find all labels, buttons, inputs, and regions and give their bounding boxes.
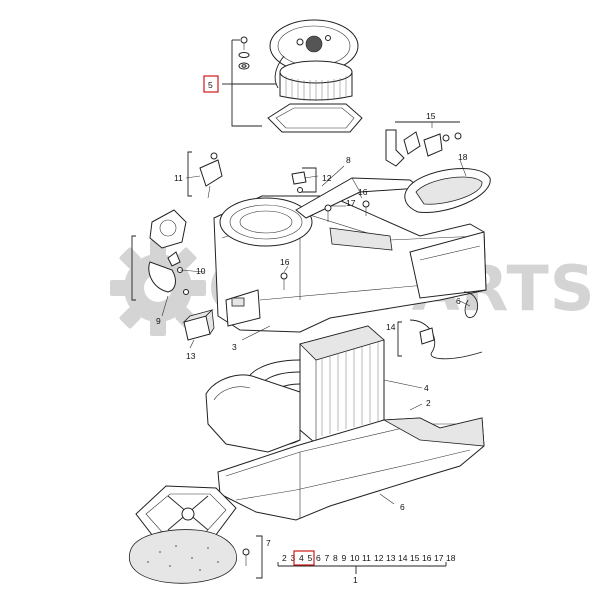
index-item: 3 [291, 553, 296, 563]
leader-lines [161, 122, 471, 505]
callout-7: 7 [266, 538, 271, 548]
callout-17: 17 [346, 198, 356, 208]
callout-3: 3 [232, 342, 237, 352]
callout-4: 4 [424, 383, 429, 393]
index-item: 9 [342, 553, 347, 563]
callout-2: 2 [426, 398, 431, 408]
watermark-gear-icon [110, 240, 206, 336]
clip-part [291, 167, 317, 193]
callout-5: 5 [208, 80, 213, 90]
motor-wire [274, 55, 285, 89]
callout-5-bracket [222, 39, 276, 127]
bracket-set [385, 121, 462, 167]
screw-set [280, 200, 370, 290]
index-item: 11 [362, 553, 371, 563]
switch-fitting [187, 151, 223, 199]
index-item: 17 [434, 553, 444, 563]
callout-18: 18 [458, 152, 468, 162]
callout-6-right: 6 [456, 296, 461, 306]
callouts: 8 15 18 11 12 16 17 16 10 9 3 13 14 6 4 … [156, 111, 468, 548]
callout-13: 13 [186, 351, 196, 361]
screw-7 [242, 535, 263, 579]
callout-6-bottom: 6 [400, 502, 405, 512]
index-item: 12 [374, 553, 384, 563]
blower-wheel [279, 60, 353, 101]
cable-harness [397, 291, 483, 360]
lower-housing [205, 374, 485, 521]
blower-motor-assembly [238, 19, 363, 133]
actuator-assembly [131, 209, 189, 301]
callout-9: 9 [156, 316, 161, 326]
index-item: 18 [446, 553, 456, 563]
filter-element [404, 168, 491, 214]
flap-cube [182, 309, 215, 341]
index-item: 8 [333, 553, 338, 563]
heater-core [244, 325, 385, 446]
callout-15: 15 [426, 111, 436, 121]
blower-volute [219, 197, 313, 247]
index-item: 7 [325, 553, 330, 563]
index-item: 10 [350, 553, 360, 563]
callout-16-top: 16 [358, 187, 368, 197]
upper-housing [213, 195, 487, 333]
index-item: 4 [299, 553, 304, 563]
callout-5-highlight-box [203, 75, 219, 93]
foam-pad [128, 529, 237, 584]
callout-1: 1 [353, 575, 358, 585]
callout-8: 8 [346, 155, 351, 165]
index-highlight-box [293, 550, 315, 566]
index-item: 2 [282, 553, 287, 563]
motor-body [305, 35, 323, 53]
index-item: 14 [398, 553, 408, 563]
motor-fastener-stack [238, 36, 250, 70]
callout-16-mid: 16 [280, 257, 290, 267]
index-item: 15 [410, 553, 420, 563]
index-item: 5 [308, 553, 313, 563]
callout-10: 10 [196, 266, 206, 276]
index-item: 13 [386, 553, 396, 563]
motor-gasket [267, 103, 363, 133]
callout-14: 14 [386, 322, 396, 332]
callout-11: 11 [174, 173, 183, 183]
index-item: 6 [316, 553, 321, 563]
index-bracket [277, 562, 447, 574]
callout-12: 12 [322, 173, 332, 183]
index-item: 16 [422, 553, 432, 563]
